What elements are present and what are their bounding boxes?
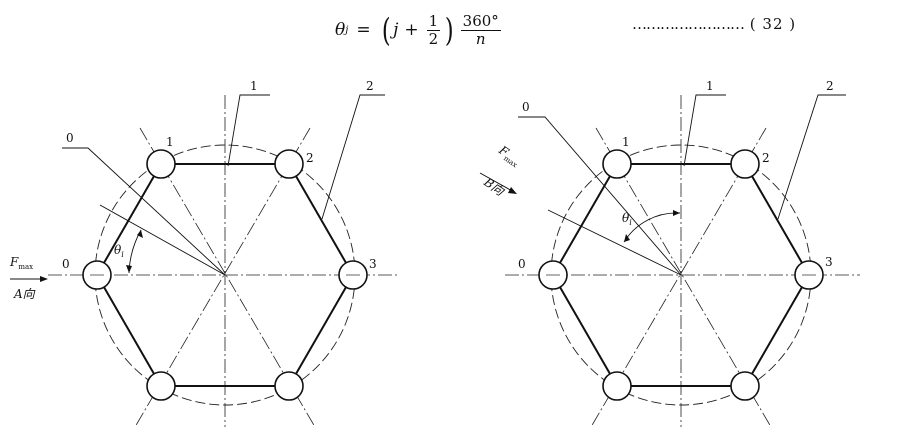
arc-arrowhead <box>126 265 132 273</box>
paren-close: ) <box>445 11 454 49</box>
equation-number-text: ( 32 ) <box>749 15 797 33</box>
left-diagram: 0 1 2 3 0 1 2 θi Fmax A向 <box>9 79 400 427</box>
right-diagram: 0 1 2 3 0 1 2 θi Fmax B向 <box>479 79 860 427</box>
theta-symbol: θ <box>335 20 346 40</box>
leader-line-2 <box>321 94 385 220</box>
leader-label-2: 2 <box>826 79 834 93</box>
angle-arc <box>623 212 681 243</box>
direction-label-group: B向 <box>480 174 507 199</box>
force-label: Fmax <box>494 142 523 169</box>
leader-label-1: 1 <box>250 79 258 93</box>
force-arrowhead <box>40 276 48 282</box>
degree-numerator: 360° <box>460 11 501 31</box>
angle-reference-line <box>547 209 682 276</box>
force-arrowhead <box>508 187 517 194</box>
leader-label-2: 2 <box>366 79 374 93</box>
arc-arrowhead <box>673 210 680 216</box>
plus-sign: + <box>404 20 419 40</box>
bolt-label-3: 3 <box>369 257 377 271</box>
arc-arrowhead <box>624 234 630 242</box>
force-label-group: Fmax <box>494 142 523 169</box>
bolt-hole <box>274 149 304 179</box>
index-j: j <box>393 20 399 40</box>
bolt-label-2: 2 <box>306 151 314 165</box>
bolt-label-3: 3 <box>825 255 833 269</box>
leader-line-2 <box>777 94 846 220</box>
angle-label: θi <box>114 243 124 259</box>
paren-open: ( <box>381 11 391 49</box>
bolt-hole <box>274 371 304 401</box>
half-denominator: 2 <box>428 29 439 48</box>
force-label: Fmax <box>9 255 33 271</box>
bolt-hole <box>730 149 760 179</box>
bolt-label-0: 0 <box>62 257 70 271</box>
theta-subscript: j <box>345 24 349 36</box>
equation-number: …………………… ( 32 ) <box>632 15 796 33</box>
half-numerator: 1 <box>426 11 441 31</box>
bolt-hole <box>146 371 176 401</box>
bolt-label-0: 0 <box>518 257 526 271</box>
leader-label-0: 0 <box>522 100 530 114</box>
leader-dots: …………………… <box>632 15 745 33</box>
bolt-hole <box>146 149 176 179</box>
bolt-label-1: 1 <box>622 135 630 149</box>
bolt-label-1: 1 <box>166 135 174 149</box>
equals-sign: = <box>356 20 371 40</box>
arc-arrowhead <box>137 230 143 238</box>
leader-label-1: 1 <box>706 79 714 93</box>
bolt-hole <box>730 371 760 401</box>
bolt-hole <box>602 149 632 179</box>
force-arrow <box>479 172 515 193</box>
direction-label: B向 <box>480 174 507 199</box>
direction-label: A向 <box>13 287 36 301</box>
angle-reference-line <box>99 204 226 276</box>
leader-line-0 <box>62 147 226 276</box>
degree-denominator: n <box>475 29 486 48</box>
bolt-label-2: 2 <box>762 151 770 165</box>
leader-label-0: 0 <box>66 131 74 145</box>
leader-line-0 <box>518 116 682 276</box>
half-fraction: 1 2 <box>426 11 441 48</box>
angle-label: θi <box>622 211 632 227</box>
leader-line-1 <box>227 94 270 167</box>
bolt-hole <box>602 371 632 401</box>
leader-line-1 <box>683 94 726 167</box>
degree-fraction: 360° n <box>460 11 501 48</box>
